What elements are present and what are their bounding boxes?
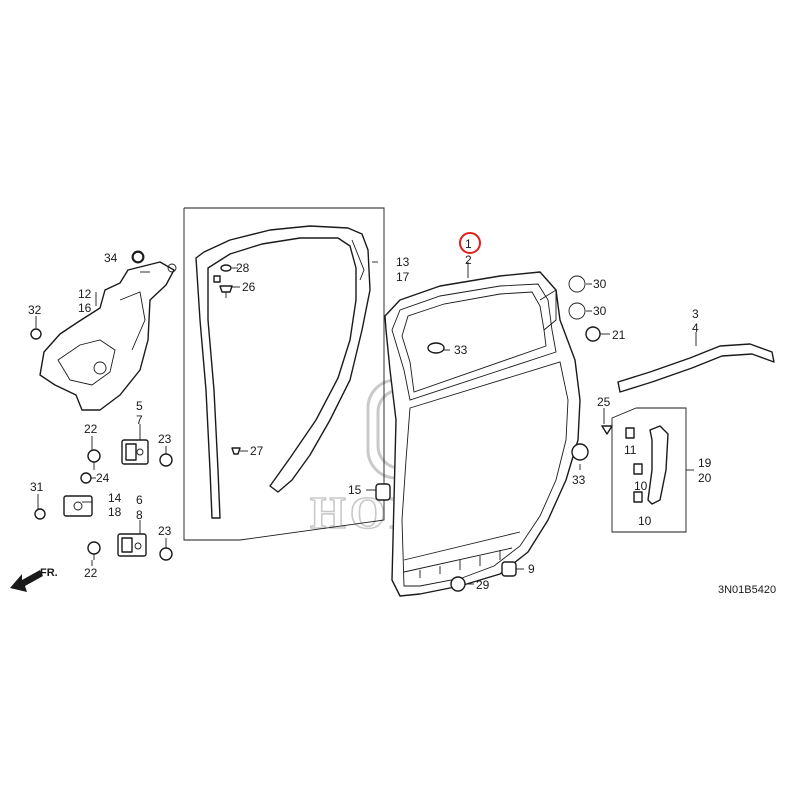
callout-21: 21	[612, 328, 626, 342]
callout-5: 5	[136, 399, 143, 413]
callout-1: 1	[465, 237, 472, 251]
callout-22b: 22	[84, 566, 98, 580]
nut-31	[34, 508, 46, 520]
plug-30-upper	[568, 275, 586, 293]
callout-16: 16	[78, 301, 92, 315]
front-direction-arrow: FR.	[10, 567, 58, 592]
callout-3: 3	[692, 307, 699, 321]
bumper-9	[501, 561, 517, 577]
callout-33a: 33	[454, 343, 468, 357]
weatherstrip-group-box	[183, 207, 385, 541]
callout-32: 32	[28, 303, 42, 317]
callout-20: 20	[698, 471, 712, 485]
callout-10a: 10	[634, 479, 648, 493]
clip-26	[219, 285, 233, 298]
upper-hinge	[121, 439, 149, 465]
callout-26: 26	[242, 280, 256, 294]
leader-lines	[35, 261, 697, 585]
clip-28	[220, 264, 232, 272]
plug-30-lower	[568, 302, 586, 320]
callout-34: 34	[104, 251, 118, 265]
bolt-22-lower	[87, 541, 101, 560]
callout-24: 24	[96, 471, 110, 485]
callout-28: 28	[236, 261, 250, 275]
callout-27: 27	[250, 444, 264, 458]
direction-label: FR.	[40, 567, 58, 579]
callout-23b: 23	[158, 524, 172, 538]
door-checker	[63, 495, 93, 517]
callout-2: 2	[465, 253, 472, 267]
callout-23a: 23	[158, 432, 172, 446]
garnish-strip-part	[617, 343, 775, 393]
door-weatherstrip	[195, 225, 371, 519]
callout-25: 25	[597, 395, 611, 409]
callout-labels: 1 2 3 4 5 6 7 8 9 10 10 11 12 13 14 15 1…	[28, 237, 712, 592]
diagram-code: 3N01B5420	[718, 584, 776, 596]
bolt-24	[80, 472, 92, 484]
callout-17: 17	[396, 270, 410, 284]
callout-19: 19	[698, 456, 712, 470]
callout-6: 6	[136, 493, 143, 507]
callout-29: 29	[476, 578, 490, 592]
nut-32	[30, 328, 42, 340]
bolt-23-lower	[159, 547, 173, 561]
rear-door-shell	[375, 271, 581, 597]
callout-30b: 30	[593, 304, 607, 318]
callout-15: 15	[348, 483, 362, 497]
callout-18: 18	[108, 505, 122, 519]
clip-25	[601, 425, 613, 435]
bolt-23-upper	[159, 453, 173, 467]
callout-33b: 33	[572, 473, 586, 487]
callout-11: 11	[624, 443, 637, 457]
bolt-22-upper	[87, 449, 101, 470]
grommet-29	[450, 576, 466, 592]
callout-12: 12	[78, 287, 92, 301]
molding-group	[611, 407, 687, 533]
callout-13: 13	[396, 255, 410, 269]
highlight-circle	[459, 232, 481, 254]
callout-31: 31	[30, 480, 44, 494]
callout-4: 4	[692, 321, 699, 335]
grommet-34	[132, 251, 144, 263]
bumper-21	[585, 326, 601, 342]
lower-hinge	[117, 533, 147, 557]
callout-7: 7	[136, 413, 143, 427]
inner-panel-part	[39, 250, 177, 411]
callout-14: 14	[108, 491, 122, 505]
callout-8: 8	[136, 508, 143, 522]
clip-27	[231, 447, 241, 455]
callout-22a: 22	[84, 422, 98, 436]
callout-30a: 30	[593, 277, 607, 291]
callout-9: 9	[528, 562, 535, 576]
callout-10b: 10	[638, 514, 652, 528]
grommet-33-right	[571, 443, 589, 461]
